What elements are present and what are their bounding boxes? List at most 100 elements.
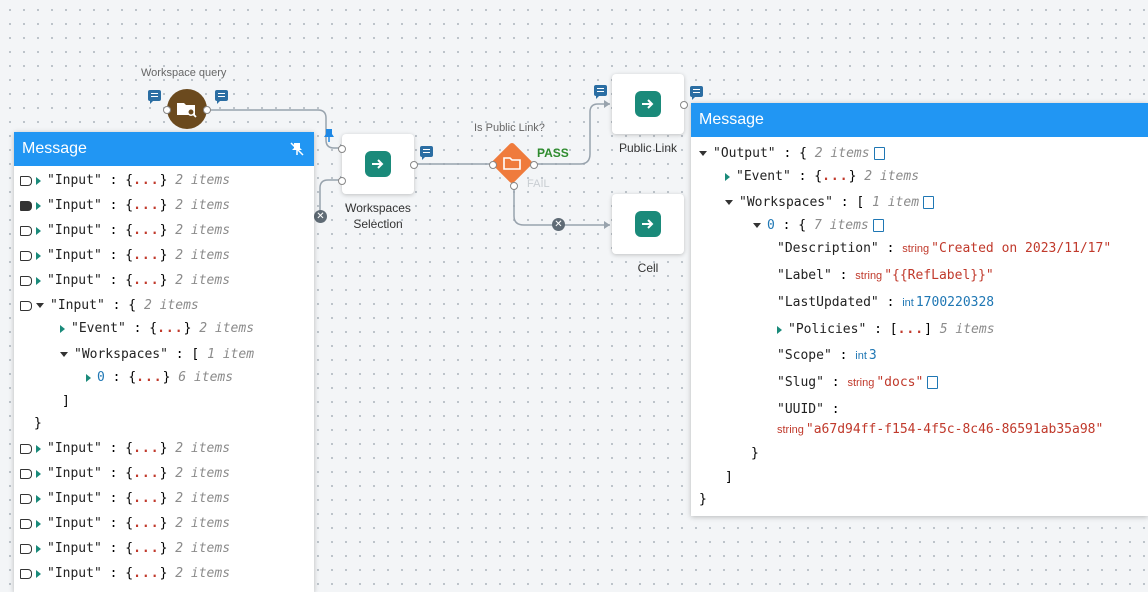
expand-icon[interactable] <box>36 226 41 235</box>
list-item-expanded[interactable]: "Input" : { 2 items <box>20 295 199 317</box>
fail-port[interactable] <box>510 182 518 190</box>
public-link-node[interactable] <box>612 74 684 134</box>
tag-icon[interactable] <box>20 568 32 579</box>
tag-icon[interactable] <box>20 175 32 186</box>
left-panel-title: Message <box>22 140 87 157</box>
list-item[interactable]: "Input" : {...} 2 items <box>20 270 230 292</box>
input-port[interactable] <box>338 145 346 153</box>
copy-icon[interactable] <box>923 196 935 209</box>
arrow-right-icon <box>635 211 661 237</box>
expand-icon[interactable] <box>36 469 41 478</box>
workspace-query-node[interactable] <box>167 89 207 129</box>
collapse-icon[interactable] <box>60 352 68 357</box>
collapse-icon[interactable] <box>725 200 733 205</box>
unpin-icon[interactable] <box>290 142 304 156</box>
list-item[interactable]: "Input" : {...} 2 items <box>20 538 230 560</box>
object-close-brace: } <box>34 416 42 431</box>
copy-icon[interactable] <box>872 219 884 232</box>
output-port[interactable] <box>410 161 418 169</box>
tag-icon[interactable] <box>20 300 32 311</box>
cell-node[interactable] <box>612 194 684 254</box>
pass-port[interactable] <box>530 161 538 169</box>
array-close-bracket: ] <box>62 394 70 409</box>
expand-icon[interactable] <box>725 172 730 181</box>
tag-icon[interactable] <box>20 518 32 529</box>
expand-icon[interactable] <box>36 494 41 503</box>
tag-icon[interactable] <box>20 543 32 554</box>
pass-label: PASS <box>537 146 569 160</box>
workspaces-item[interactable]: "Workspaces" : [ 1 item <box>725 192 935 214</box>
tag-icon[interactable] <box>20 225 32 236</box>
event-item[interactable]: "Event" : {...} 2 items <box>60 318 254 340</box>
workspace-query-caption: Workspace query <box>141 67 227 79</box>
expand-icon[interactable] <box>36 544 41 553</box>
copy-icon[interactable] <box>873 147 885 160</box>
list-item[interactable]: "Input" : {...} 2 items <box>20 245 230 267</box>
uuid-value-row[interactable]: string"a67d94ff-f154-4f5c-8c46-86591ab35… <box>777 422 1104 437</box>
expand-icon[interactable] <box>36 569 41 578</box>
expand-icon[interactable] <box>36 519 41 528</box>
right-message-panel: Message "Output" : { 2 items "Event" : {… <box>691 103 1148 516</box>
tag-icon[interactable] <box>20 493 32 504</box>
input-port[interactable] <box>489 161 497 169</box>
list-item[interactable]: "Input" : {...} 2 items <box>20 438 230 460</box>
arrow-right-icon <box>635 91 661 117</box>
tag-icon[interactable] <box>20 250 32 261</box>
array-close-bracket: ] <box>725 470 733 485</box>
expand-icon[interactable] <box>36 176 41 185</box>
expand-icon[interactable] <box>60 324 65 333</box>
comment-icon[interactable] <box>148 90 161 104</box>
index-item[interactable]: 0 : {...} 6 items <box>86 367 233 389</box>
index-item[interactable]: 0 : { 7 items <box>753 215 884 237</box>
list-item[interactable]: "Input" : {...} 2 items <box>20 563 230 585</box>
label-field[interactable]: "Label" : string"{{RefLabel}}" <box>777 268 994 283</box>
expand-icon[interactable] <box>777 325 782 334</box>
list-item[interactable]: "Input" : {...} 2 items <box>20 195 230 217</box>
right-panel-title: Message <box>699 111 764 128</box>
comment-icon[interactable] <box>420 146 433 160</box>
list-item[interactable]: "Input" : {...} 2 items <box>20 170 230 192</box>
folder-search-icon <box>177 103 197 118</box>
comment-icon[interactable] <box>690 86 703 100</box>
object-close-brace: } <box>699 492 707 507</box>
list-item[interactable]: "Input" : {...} 2 items <box>20 463 230 485</box>
tag-icon[interactable] <box>20 275 32 286</box>
workspaces-selection-node[interactable] <box>342 134 414 194</box>
disconnect-icon[interactable]: ✕ <box>314 210 327 223</box>
tag-icon[interactable] <box>20 468 32 479</box>
workspaces-selection-label: Workspaces Selection <box>345 201 411 231</box>
list-item[interactable]: "Input" : {...} 2 items <box>20 220 230 242</box>
collapse-icon[interactable] <box>753 223 761 228</box>
disconnect-icon[interactable]: ✕ <box>552 218 565 231</box>
uuid-field[interactable]: "UUID" : <box>777 402 840 417</box>
output-port[interactable] <box>203 106 211 114</box>
event-item[interactable]: "Event" : {...} 2 items <box>725 166 919 188</box>
expand-icon[interactable] <box>86 373 91 382</box>
expand-icon[interactable] <box>36 251 41 260</box>
input-port[interactable] <box>163 106 171 114</box>
left-panel-header: Message <box>14 132 314 166</box>
description-field[interactable]: "Description" : string"Created on 2023/1… <box>777 241 1112 256</box>
right-panel-header: Message <box>691 103 1148 137</box>
collapse-icon[interactable] <box>36 303 44 308</box>
tag-filled-icon[interactable] <box>20 200 32 211</box>
comment-icon[interactable] <box>215 90 228 104</box>
expand-icon[interactable] <box>36 276 41 285</box>
collapse-icon[interactable] <box>699 151 707 156</box>
comment-icon[interactable] <box>594 85 607 99</box>
expand-icon[interactable] <box>36 201 41 210</box>
list-item[interactable]: "Input" : {...} 2 items <box>20 513 230 535</box>
output-port[interactable] <box>680 101 688 109</box>
pin-icon[interactable] <box>323 128 335 142</box>
input-port[interactable] <box>338 177 346 185</box>
tag-icon[interactable] <box>20 443 32 454</box>
slug-field[interactable]: "Slug" : string"docs" <box>777 372 939 394</box>
policies-field[interactable]: "Policies" : [...] 5 items <box>777 319 995 341</box>
workspaces-item[interactable]: "Workspaces" : [ 1 item <box>60 344 254 366</box>
list-item[interactable]: "Input" : {...} 2 items <box>20 488 230 510</box>
expand-icon[interactable] <box>36 444 41 453</box>
output-item[interactable]: "Output" : { 2 items <box>699 143 885 165</box>
copy-icon[interactable] <box>927 376 939 389</box>
